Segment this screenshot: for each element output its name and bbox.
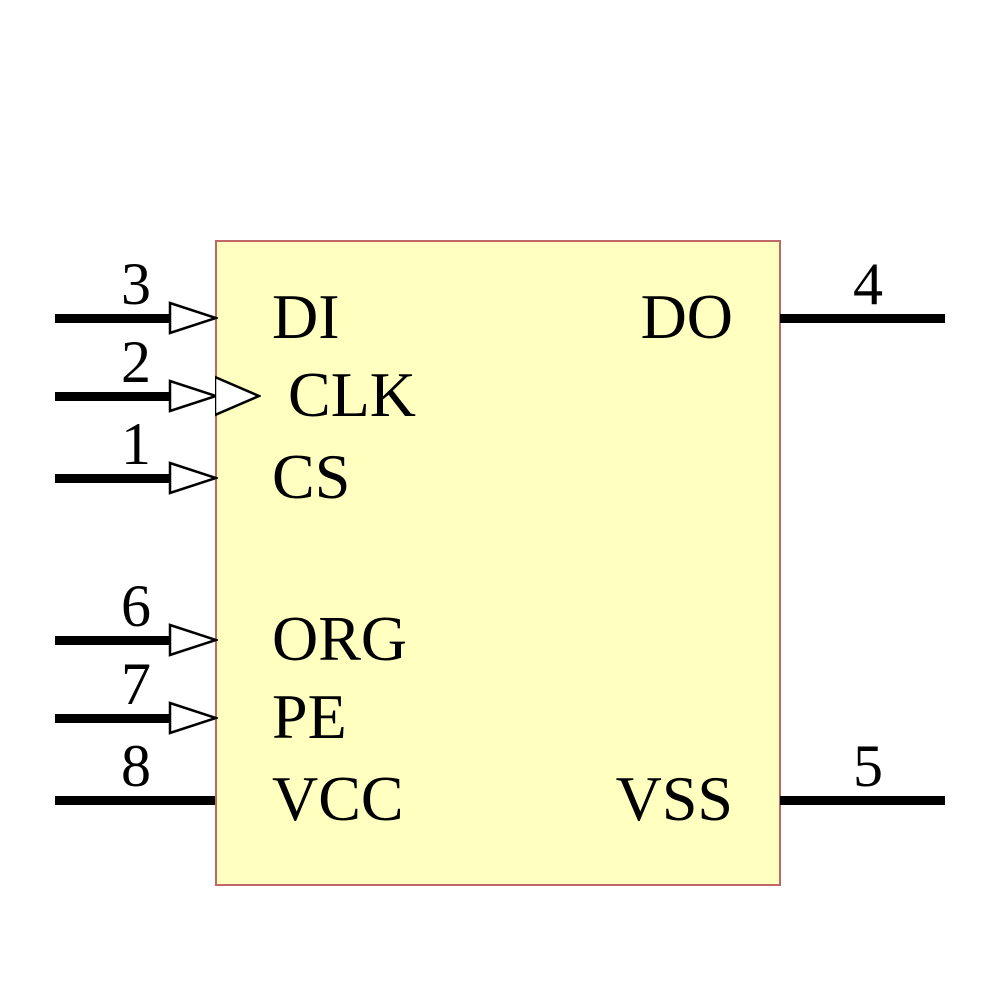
pin-label: DO: [640, 281, 733, 352]
pin-wire: [780, 796, 945, 805]
ic-symbol-body: [215, 240, 781, 886]
pin-label: CS: [272, 441, 351, 512]
pin-label: VCC: [272, 763, 404, 834]
pin-number: 6: [121, 573, 151, 639]
pin-number: 2: [121, 329, 151, 395]
pin-label: PE: [272, 681, 347, 752]
pin-label: ORG: [272, 603, 408, 674]
clock-chevron-icon: [215, 375, 261, 417]
pin-number: 4: [853, 251, 883, 317]
pin-wire: [55, 392, 175, 401]
input-arrow-icon: [168, 623, 218, 657]
input-arrow-icon: [168, 301, 218, 335]
pin-label: DI: [272, 281, 340, 352]
input-arrow-icon: [168, 701, 218, 735]
pin-wire: [55, 314, 175, 323]
pin-wire: [55, 636, 175, 645]
pin-wire: [780, 314, 945, 323]
pin-wire: [55, 796, 215, 805]
pin-wire: [55, 474, 175, 483]
input-arrow-icon: [168, 461, 218, 495]
pin-number: 1: [121, 411, 151, 477]
pin-number: 8: [121, 733, 151, 799]
pin-number: 5: [853, 733, 883, 799]
pin-label: CLK: [288, 359, 416, 430]
pin-label: VSS: [615, 763, 733, 834]
pin-wire: [55, 714, 175, 723]
pin-number: 7: [121, 651, 151, 717]
input-arrow-icon: [168, 379, 218, 413]
pin-number: 3: [121, 251, 151, 317]
